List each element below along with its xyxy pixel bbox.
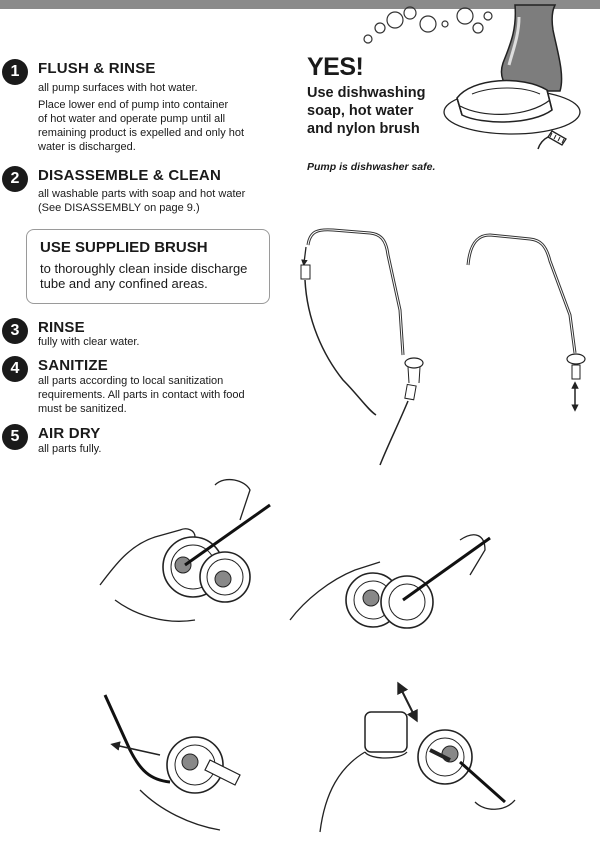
step-4-badge: 4: [2, 356, 28, 382]
brush-cleaning-illustration-1: [99, 478, 271, 622]
brush-icon: [537, 130, 567, 150]
dishwasher-safe-note: Pump is dishwasher safe.: [307, 161, 436, 173]
step-2-badge: 2: [2, 166, 28, 192]
step-5-badge: 5: [2, 424, 28, 450]
supplied-brush-callout: USE SUPPLIED BRUSH to thoroughly clean i…: [26, 229, 270, 304]
bubbles-icon: [363, 6, 493, 44]
brush-cleaning-illustration-2: [289, 534, 491, 629]
step-4-text: all parts according to local sanitizatio…: [38, 375, 245, 415]
step-1-text: all pump surfaces with hot water.: [38, 82, 198, 94]
discharge-tube-diagram-1: [300, 228, 424, 466]
step-5-text: all parts fully.: [38, 443, 102, 455]
yes-instructions: Use dishwashing soap, hot water and nylo…: [307, 85, 426, 137]
yes-heading: YES!: [307, 53, 364, 81]
step-1-title: FLUSH & RINSE: [38, 60, 156, 77]
sponge-icon: [443, 79, 581, 135]
step-3-text: fully with clear water.: [38, 336, 140, 348]
step-2-title: DISASSEMBLE & CLEAN: [38, 167, 221, 184]
step-1-paragraph: Place lower end of pump into container o…: [38, 99, 245, 153]
step-3-title: RINSE: [38, 319, 85, 336]
soap-bottle-icon: [500, 4, 563, 92]
brush-callout-text: to thoroughly clean inside discharge tub…: [40, 261, 248, 291]
brush-cleaning-illustration-4: [319, 681, 516, 833]
step-1-badge: 1: [2, 59, 28, 85]
brush-callout-title: USE SUPPLIED BRUSH: [40, 239, 208, 256]
step-5-title: AIR DRY: [38, 425, 101, 442]
step-3-badge: 3: [2, 318, 28, 344]
step-4-title: SANITIZE: [38, 357, 108, 374]
brush-cleaning-illustration-3: [103, 694, 241, 831]
top-bar: [0, 0, 600, 9]
discharge-tube-diagram-2: [466, 233, 586, 412]
step-2-text: all washable parts with soap and hot wat…: [38, 188, 246, 214]
